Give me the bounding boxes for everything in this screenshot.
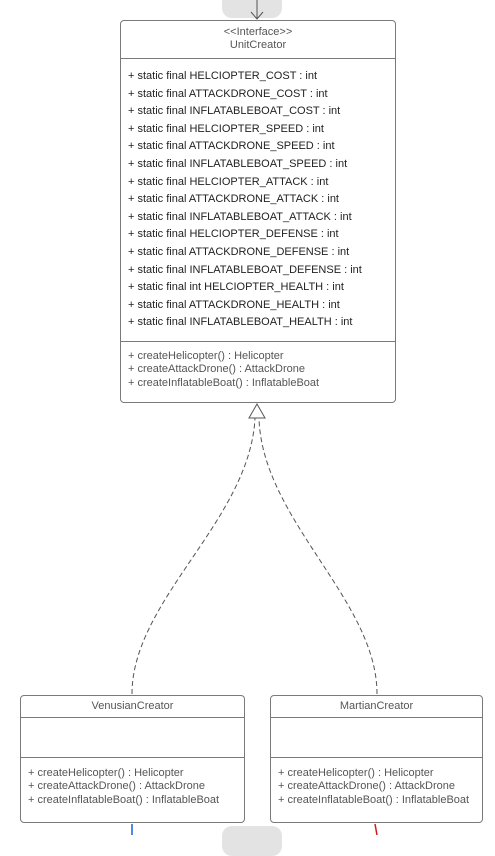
venusian-creator-methods: + createHelicopter() : Helicopter + crea… [21, 758, 244, 807]
martian-creator-name: MartianCreator [271, 696, 482, 718]
realization-triangle-head [248, 402, 266, 419]
unit-creator-stereotype: <<Interface>> [223, 26, 293, 38]
method-item: + createInflatableBoat() : InflatableBoa… [28, 793, 220, 806]
attribute-item: + static final INFLATABLEBOAT_ATTACK : i… [128, 210, 352, 223]
unit-creator-methods: + createHelicopter() : Helicopter + crea… [121, 342, 395, 390]
venusian-creator-class[interactable]: VenusianCreator + createHelicopter() : H… [20, 695, 245, 823]
venusian-creator-name: VenusianCreator [21, 696, 244, 718]
attribute-item: + static final ATTACKDRONE_ATTACK : int [128, 193, 339, 206]
unit-creator-attributes: + static final HELCIOPTER_COST : int + s… [121, 59, 395, 342]
attribute-item: + static final HELCIOPTER_DEFENSE : int [128, 228, 339, 241]
method-item: + createAttackDrone() : AttackDrone [28, 780, 205, 793]
martian-creator-methods: + createHelicopter() : Helicopter + crea… [271, 758, 482, 807]
method-item: + createHelicopter() : Helicopter [128, 350, 284, 362]
attribute-item: + static final ATTACKDRONE_HEALTH : int [128, 298, 340, 311]
attribute-item: + static final INFLATABLEBOAT_SPEED : in… [128, 157, 348, 170]
martian-outgoing-link [374, 823, 378, 835]
martian-creator-attributes [271, 718, 482, 758]
attribute-item: + static final INFLATABLEBOAT_DEFENSE : … [128, 263, 362, 276]
venusian-creator-attributes [21, 718, 244, 758]
attribute-item: + static final HELCIOPTER_COST : int [128, 70, 317, 82]
martian-creator-class[interactable]: MartianCreator + createHelicopter() : He… [270, 695, 483, 823]
method-item: + createInflatableBoat() : InflatableBoa… [128, 376, 320, 389]
method-item: + createAttackDrone() : AttackDrone [278, 780, 455, 793]
attribute-item: + static final INFLATABLEBOAT_HEALTH : i… [128, 316, 353, 329]
attribute-item: + static final ATTACKDRONE_SPEED : int [128, 140, 335, 153]
attribute-item: + static final HELCIOPTER_SPEED : int [128, 122, 324, 135]
attribute-item: + static final ATTACKDRONE_COST : int [128, 87, 328, 100]
unit-creator-name: UnitCreator [229, 39, 287, 51]
realization-line-venusian [131, 417, 256, 695]
realization-line-martian [258, 417, 378, 695]
attribute-item: + static final HELCIOPTER_ATTACK : int [128, 175, 329, 188]
offscreen-node-top [222, 0, 282, 18]
method-item: + createHelicopter() : Helicopter [28, 767, 184, 779]
connectors-layer [131, 0, 378, 835]
method-item: + createAttackDrone() : AttackDrone [128, 363, 305, 376]
attribute-item: + static final INFLATABLEBOAT_COST : int [128, 105, 341, 118]
incoming-arrowhead [250, 11, 264, 20]
attribute-item: + static final int HELCIOPTER_HEALTH : i… [128, 281, 344, 294]
attribute-item: + static final ATTACKDRONE_DEFENSE : int [128, 245, 350, 258]
unit-creator-class[interactable]: <<Interface>> UnitCreator + static final… [120, 20, 396, 403]
method-item: + createHelicopter() : Helicopter [278, 767, 434, 779]
method-item: + createInflatableBoat() : InflatableBoa… [278, 793, 470, 806]
unit-creator-header: <<Interface>> UnitCreator [121, 21, 395, 59]
